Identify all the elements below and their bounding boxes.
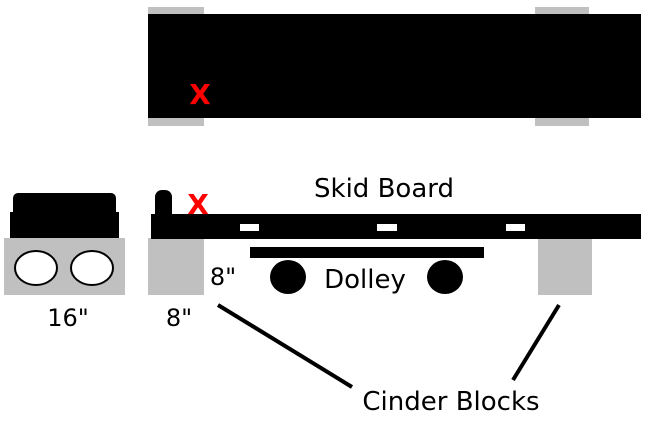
leader-lines: [216, 303, 561, 389]
skid-board-label: Skid Board: [314, 174, 454, 204]
cinder-block-right: [538, 238, 592, 295]
top-skid-board: [148, 14, 641, 118]
dolley-label: Dolley: [324, 265, 406, 295]
leader-line-left: [216, 303, 354, 389]
board-slot-2: [377, 224, 397, 231]
side-view: X: [148, 188, 641, 295]
board-slot-3: [506, 224, 525, 231]
cooler-lid-band: [10, 212, 119, 238]
dolley-wheel-right: [427, 260, 463, 294]
cinder-blocks-label: Cinder Blocks: [362, 387, 539, 417]
labels: Skid Board Dolley 8" 8" 16" Cinder Block…: [47, 174, 539, 417]
dolley-deck: [250, 247, 484, 258]
cinder-block-left: [148, 238, 204, 295]
top-view: X: [148, 7, 641, 126]
leader-line-right: [511, 303, 561, 382]
dimension-block-upper-label: 8": [210, 263, 236, 291]
dolley-wheel-left: [270, 260, 306, 294]
dimension-cooler-label: 16": [47, 304, 89, 332]
dimension-block-lower-label: 8": [166, 304, 192, 332]
cooler-wheel-right: [70, 250, 114, 286]
side-x-mark: X: [187, 188, 209, 221]
cooler-wheel-left: [14, 250, 58, 286]
cooler: [4, 193, 125, 295]
board-slot-1: [240, 224, 259, 231]
top-x-mark: X: [189, 78, 211, 111]
